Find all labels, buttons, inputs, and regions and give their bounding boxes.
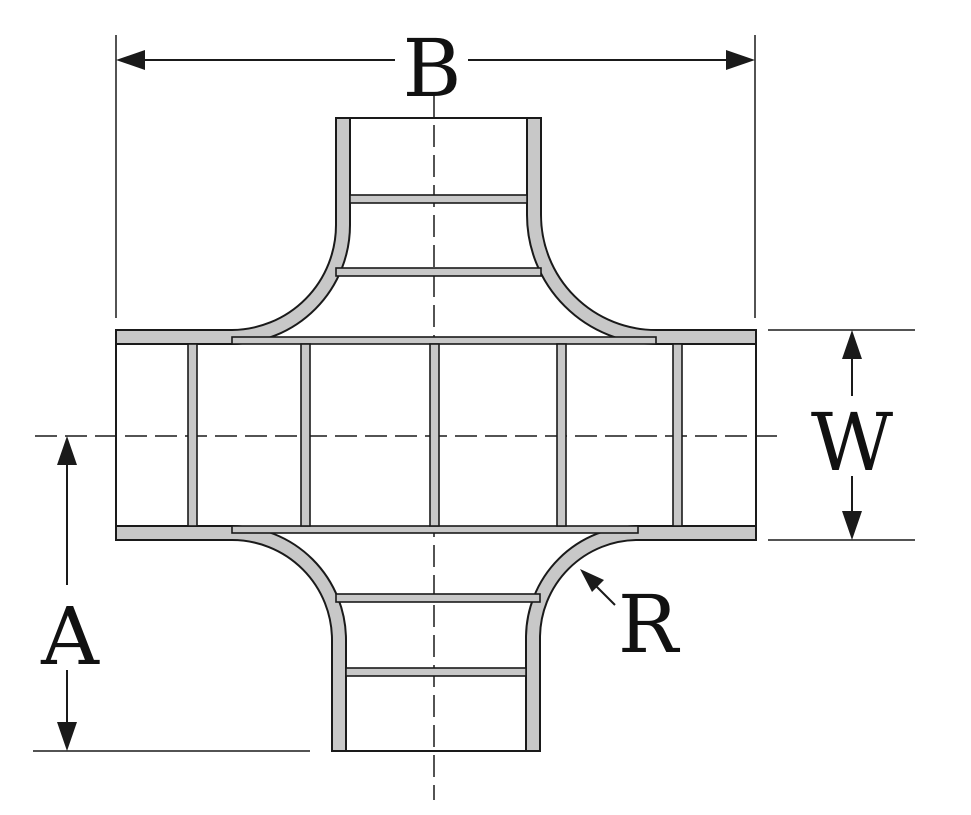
arrowhead-down	[842, 511, 862, 540]
arrowhead-up	[57, 436, 77, 465]
rung	[187, 343, 198, 527]
bottom-inner-rail	[231, 525, 639, 534]
top-inner-rail	[231, 336, 657, 345]
arrowhead-right	[726, 50, 755, 70]
rung	[429, 343, 440, 527]
arrowhead-left	[116, 50, 145, 70]
arrowhead-up	[842, 330, 862, 359]
rung	[672, 343, 683, 527]
horizontal-run	[115, 117, 757, 752]
rung	[335, 593, 541, 603]
bottom-right-rail	[525, 525, 757, 752]
bottom-left-rail	[115, 525, 347, 752]
dimension-w: W	[768, 329, 915, 541]
top-left-rail	[115, 117, 351, 345]
label-b: B	[403, 22, 462, 115]
label-w: W	[811, 396, 893, 489]
arrowhead-radius	[580, 569, 604, 592]
label-r: R	[618, 578, 681, 671]
rung	[556, 343, 567, 527]
vertical-branches	[332, 117, 542, 752]
dimension-a: A	[33, 436, 310, 752]
top-right-rail	[526, 117, 757, 345]
arrowhead-down	[57, 722, 77, 751]
rung	[349, 194, 528, 204]
rung	[335, 267, 542, 277]
dimension-r: R	[580, 569, 681, 671]
rung	[300, 343, 311, 527]
dimension-b: B	[115, 22, 756, 318]
rung	[345, 667, 527, 677]
label-a: A	[40, 590, 100, 683]
